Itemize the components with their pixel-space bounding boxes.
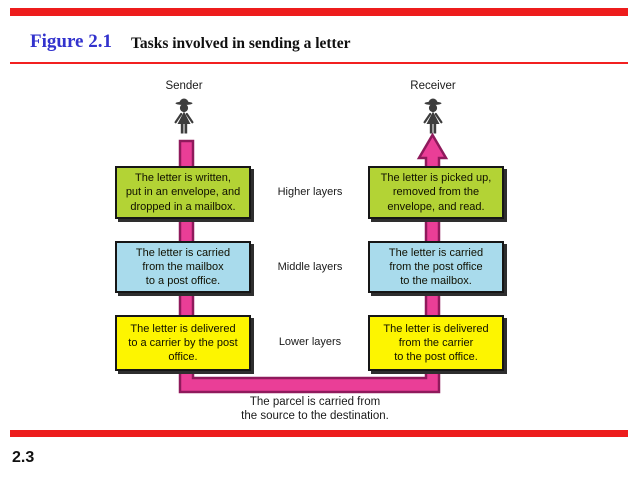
top-accent-bar: [10, 8, 628, 16]
title-rule: [10, 62, 628, 64]
sender-middle-layer-task-box: The letter is carried from the mailbox t…: [115, 241, 251, 293]
figure-label: Figure 2.1: [30, 31, 112, 52]
lower-layers-label: Lower layers: [278, 336, 342, 348]
person-icon: [174, 98, 194, 134]
bottom-accent-bar: [10, 430, 628, 437]
higher-layers-label: Higher layers: [277, 186, 343, 198]
page-number: 2.3: [12, 449, 35, 466]
middle-layers-label: Middle layers: [277, 261, 343, 273]
receiver-higher-layer-task-box: The letter is picked up, removed from th…: [368, 166, 504, 219]
receiver-label: Receiver: [410, 80, 456, 92]
sender-higher-layer-task-box: The letter is written, put in an envelop…: [115, 166, 251, 219]
receiver-middle-layer-task-box: The letter is carried from the post offi…: [368, 241, 504, 293]
figure-title: Tasks involved in sending a letter: [131, 35, 351, 52]
sender-lower-layer-task-box: The letter is delivered to a carrier by …: [115, 315, 251, 371]
sender-label: Sender: [165, 80, 203, 92]
receiver-lower-layer-task-box: The letter is delivered from the carrier…: [368, 315, 504, 371]
person-icon: [423, 98, 443, 134]
flow-caption: The parcel is carried from the source to…: [241, 396, 389, 423]
